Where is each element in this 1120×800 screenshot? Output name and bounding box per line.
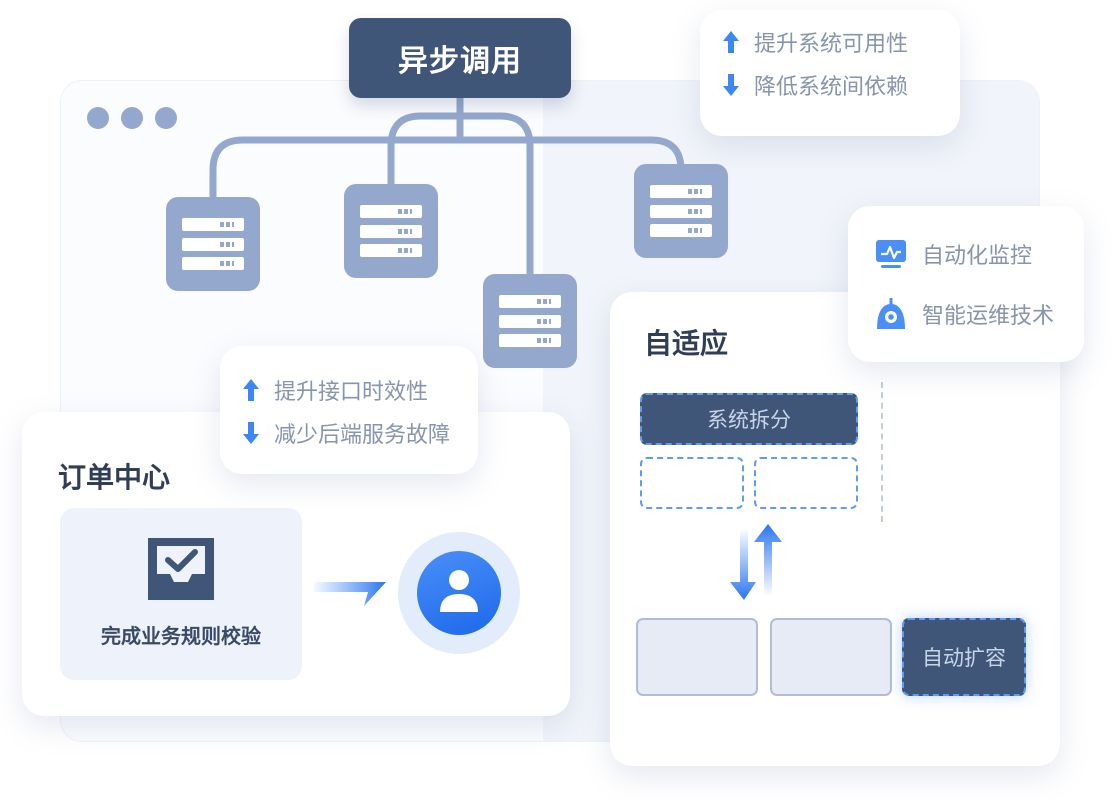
adaptive-card: 自适应 系统拆分 自动扩容 [610,292,1060,766]
swap-arrows-icon [730,524,782,600]
interface-card: 提升接口时效性 减少后端服务故障 [220,346,478,474]
auto-scale-box: 自动扩容 [902,618,1026,696]
window-dot-3 [155,107,177,129]
up-arrow-icon [243,378,259,401]
dashed-divider [881,382,883,522]
user-icon [440,570,478,612]
server-icon [483,274,577,368]
list-item-label: 智能运维技术 [922,304,1055,329]
adaptive-title: 自适应 [644,327,729,360]
list-item: 智能运维技术 [874,284,1058,344]
order-center-title: 订单中心 [58,461,171,494]
list-item-label: 减少后端服务故障 [274,422,451,448]
camera-icon [877,298,905,329]
up-arrow-icon [723,30,739,53]
window-dot-2 [121,107,143,129]
system-split-box: 系统拆分 [640,393,858,445]
list-item: 自动化监控 [874,224,1058,284]
server-icon [166,197,260,291]
checkbox-tray-icon [148,538,214,600]
down-arrow-icon [243,421,259,444]
service-node [636,618,758,696]
async-call-title: 异步调用 [349,18,571,98]
list-item-label: 提升接口时效性 [274,379,429,405]
server-icon [634,164,728,258]
flow-arrow-icon [314,582,386,606]
list-item: 提升接口时效性 [242,368,456,411]
split-sub-box [640,457,744,509]
split-sub-box [754,457,858,509]
down-arrow-icon [723,73,739,96]
rule-verify-box: 完成业务规则校验 [60,508,302,680]
monitor-icon [876,240,906,268]
list-item-label: 提升系统可用性 [754,31,909,57]
list-item: 降低系统间依赖 [722,63,938,106]
list-item-label: 自动化监控 [922,244,1033,269]
ops-tech-card: 自动化监控 智能运维技术 [848,206,1084,362]
user-avatar [398,532,520,654]
rule-verify-label: 完成业务规则校验 [101,624,261,648]
list-item: 提升系统可用性 [722,20,938,63]
window-dot-1 [87,107,109,129]
availability-card: 提升系统可用性 降低系统间依赖 [700,10,960,136]
service-node [770,618,892,696]
list-item-label: 降低系统间依赖 [754,74,909,100]
server-icon [344,184,438,278]
list-item: 减少后端服务故障 [242,411,456,454]
